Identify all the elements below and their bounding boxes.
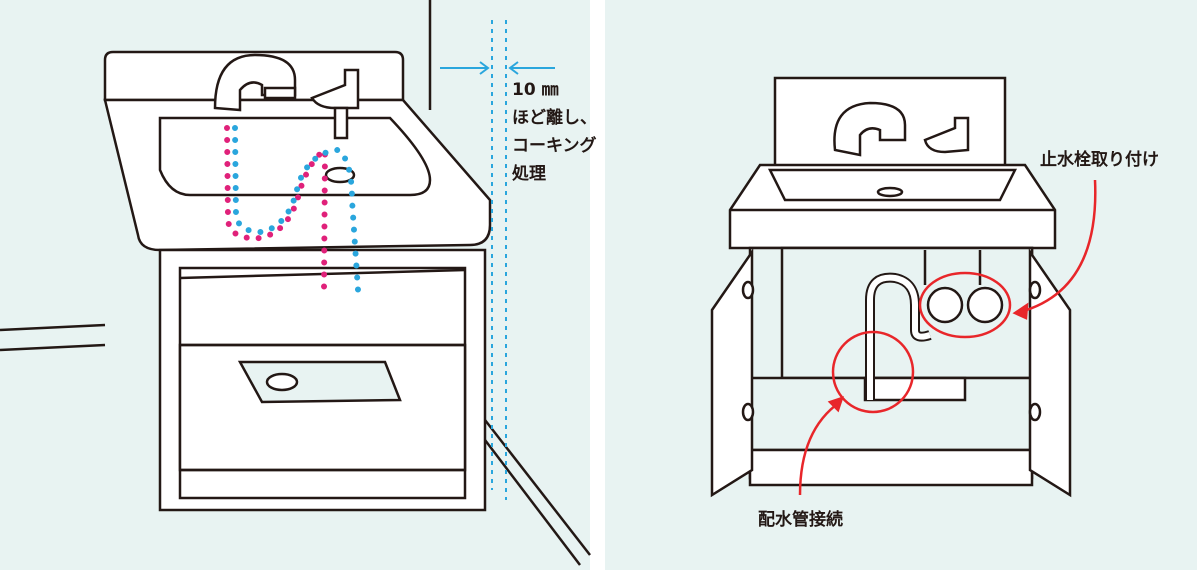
- callouts: [798, 179, 1097, 496]
- gap-annotation-line: 処理: [512, 164, 546, 184]
- gap-annotation-line: 10 ㎜: [512, 80, 559, 100]
- valve-label: 止水栓取り付け: [1040, 150, 1159, 170]
- gap-annotation-line: ほど離し、: [512, 108, 597, 128]
- gap-annotation: 10 ㎜ ほど離し、 コーキング 処理: [512, 76, 597, 188]
- gap-annotation-line: コーキング: [512, 136, 597, 156]
- right-vanity: [710, 76, 1072, 498]
- supply-hoses: [224, 125, 361, 293]
- drain-label: 配水管接続: [758, 510, 843, 530]
- gap-dimension: [440, 20, 555, 500]
